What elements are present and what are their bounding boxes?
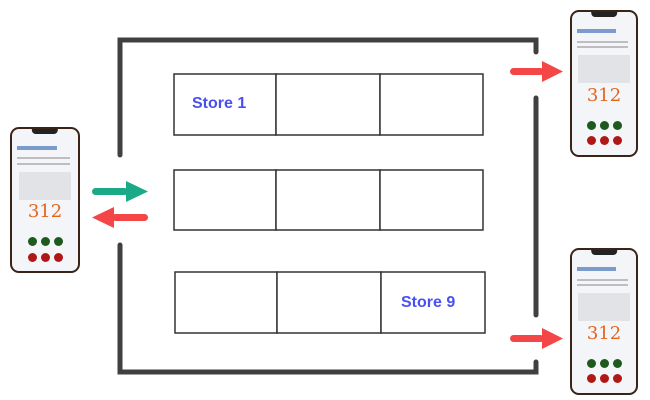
outbound-arrow-bottom — [510, 328, 563, 349]
phone-title — [17, 146, 57, 151]
store-9 — [380, 271, 486, 334]
store-9-label: Store 9 — [401, 294, 456, 311]
inbound-arrow — [92, 181, 148, 202]
phone-bottom-right: 312 — [570, 248, 638, 395]
phone-left: 312 — [10, 127, 80, 273]
phone-number: 312 — [27, 201, 63, 223]
building-wall — [117, 37, 539, 375]
store-4 — [173, 169, 277, 231]
store-5 — [275, 169, 381, 231]
phone-notch — [31, 129, 59, 134]
store-grid — [173, 73, 486, 334]
store-2 — [275, 73, 381, 136]
store-7 — [174, 271, 278, 334]
store-8 — [276, 271, 382, 334]
wall-top-left — [117, 37, 539, 158]
phone-top-right: 312 — [570, 10, 638, 157]
wall-bottom — [117, 242, 539, 375]
store-3 — [379, 73, 484, 136]
return-arrow — [92, 207, 148, 228]
phone-number: 312 — [586, 84, 622, 106]
phone-number: 312 — [586, 322, 622, 344]
outbound-arrow-top — [510, 61, 563, 82]
store-1-label: Store 1 — [192, 95, 247, 112]
phone-image — [18, 171, 72, 200]
store-6 — [379, 169, 484, 231]
store-1 — [173, 73, 277, 136]
